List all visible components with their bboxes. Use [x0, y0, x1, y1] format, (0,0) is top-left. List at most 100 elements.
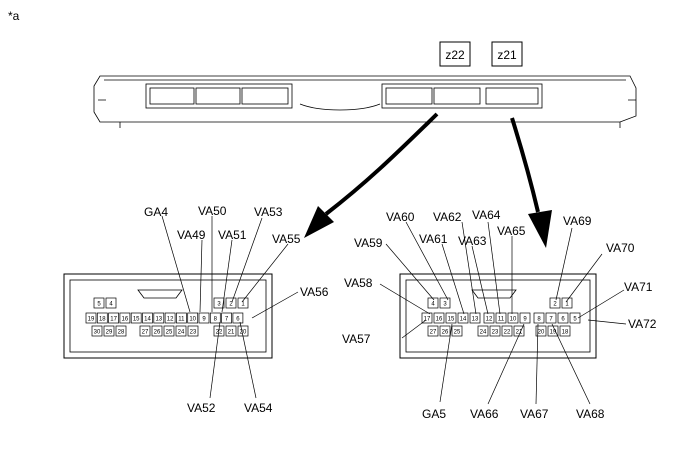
svg-text:18: 18 — [562, 330, 569, 336]
pin-left-19: 19 — [85, 312, 97, 324]
pin-left-26: 26 — [151, 325, 163, 337]
svg-text:3: 3 — [443, 302, 447, 308]
svg-text:12: 12 — [486, 317, 493, 323]
svg-text:11: 11 — [178, 317, 185, 323]
pin-right-15: 15 — [445, 312, 457, 324]
svg-text:19: 19 — [550, 330, 557, 336]
label-VA57: VA57 — [342, 332, 371, 346]
svg-text:19: 19 — [88, 317, 95, 323]
pin-left-14: 14 — [142, 312, 153, 324]
pin-right-14: 14 — [457, 312, 469, 324]
pin-left-30: 30 — [91, 325, 103, 337]
pin-right-2: 2 — [549, 297, 561, 309]
pin-right-25: 25 — [451, 325, 463, 337]
svg-text:17: 17 — [110, 317, 117, 323]
label-VA67: VA67 — [520, 407, 549, 421]
label-VA72: VA72 — [628, 317, 657, 331]
svg-text:5: 5 — [97, 302, 101, 308]
pin-left-17: 17 — [108, 312, 119, 324]
label-VA68: VA68 — [576, 407, 605, 421]
label-VA65: VA65 — [497, 224, 526, 238]
pin-right-27: 27 — [427, 325, 439, 337]
pin-left-6: 6 — [232, 312, 244, 324]
label-VA63: VA63 — [458, 234, 487, 248]
pin-left-7: 7 — [221, 312, 232, 324]
svg-text:2: 2 — [553, 302, 557, 308]
label-GA5: GA5 — [422, 407, 446, 421]
pin-right-22: 22 — [501, 325, 513, 337]
pin-left-2: 2 — [225, 297, 237, 309]
svg-text:27: 27 — [142, 330, 149, 336]
pin-left-27: 27 — [139, 325, 151, 337]
svg-text:23: 23 — [492, 330, 499, 336]
pin-right-1: 1 — [561, 297, 573, 309]
svg-text:27: 27 — [430, 330, 437, 336]
svg-text:30: 30 — [94, 330, 101, 336]
pin-right-11: 11 — [495, 312, 507, 324]
pin-left-25: 25 — [163, 325, 175, 337]
pin-right-24: 24 — [477, 325, 489, 337]
svg-text:4: 4 — [431, 302, 435, 308]
pin-left-20: 20 — [237, 325, 249, 337]
svg-text:15: 15 — [133, 317, 140, 323]
pin-left-23: 23 — [187, 325, 199, 337]
svg-text:16: 16 — [122, 317, 129, 323]
svg-text:13: 13 — [155, 317, 162, 323]
svg-text:24: 24 — [480, 330, 487, 336]
pin-left-21: 21 — [225, 325, 237, 337]
pin-left-15: 15 — [130, 312, 142, 324]
svg-text:26: 26 — [442, 330, 449, 336]
svg-text:18: 18 — [99, 317, 106, 323]
pin-left-29: 29 — [103, 325, 115, 337]
arrow-to-right-connector — [510, 117, 552, 248]
svg-text:22: 22 — [216, 330, 223, 336]
svg-text:1: 1 — [241, 302, 245, 308]
svg-text:21: 21 — [228, 330, 235, 336]
svg-text:26: 26 — [154, 330, 161, 336]
svg-text:14: 14 — [460, 317, 467, 323]
svg-text:28: 28 — [118, 330, 125, 336]
label-VA51: VA51 — [218, 228, 247, 242]
svg-text:10: 10 — [510, 317, 517, 323]
label-VA55: VA55 — [272, 232, 301, 246]
svg-text:8: 8 — [537, 317, 541, 323]
pin-right-12: 12 — [483, 312, 495, 324]
svg-text:14: 14 — [144, 317, 151, 323]
svg-text:10: 10 — [189, 317, 196, 323]
svg-text:12: 12 — [167, 317, 174, 323]
pin-right-10: 10 — [507, 312, 519, 324]
label-VA53: VA53 — [254, 205, 283, 219]
svg-text:23: 23 — [190, 330, 197, 336]
svg-text:22: 22 — [504, 330, 511, 336]
svg-text:20: 20 — [538, 330, 545, 336]
pin-right-16: 16 — [433, 312, 445, 324]
pin-right-18: 18 — [559, 325, 571, 337]
svg-text:7: 7 — [549, 317, 553, 323]
svg-text:20: 20 — [240, 330, 247, 336]
pin-left-4: 4 — [105, 297, 117, 309]
svg-text:8: 8 — [214, 317, 218, 323]
svg-text:7: 7 — [225, 317, 229, 323]
label-VA50: VA50 — [198, 204, 227, 218]
svg-text:21: 21 — [516, 330, 523, 336]
pin-left-16: 16 — [119, 312, 131, 324]
connector-id-z21: z21 — [497, 48, 517, 62]
pin-left-24: 24 — [175, 325, 187, 337]
svg-text:3: 3 — [217, 302, 221, 308]
pin-left-12: 12 — [164, 312, 176, 324]
connector-tag-z22: z22 — [439, 41, 471, 67]
label-VA54: VA54 — [244, 401, 273, 415]
svg-text:25: 25 — [166, 330, 173, 336]
label-VA64: VA64 — [472, 208, 501, 222]
pin-left-18: 18 — [96, 312, 108, 324]
pin-right-17: 17 — [421, 312, 433, 324]
pin-right-5: 5 — [569, 312, 581, 324]
right-leaders — [379, 221, 627, 405]
svg-text:2: 2 — [229, 302, 233, 308]
pin-right-8: 8 — [533, 312, 545, 324]
pin-left-1: 1 — [237, 297, 249, 309]
svg-text:1: 1 — [565, 302, 569, 308]
svg-text:24: 24 — [178, 330, 185, 336]
label-VA56: VA56 — [300, 285, 329, 299]
